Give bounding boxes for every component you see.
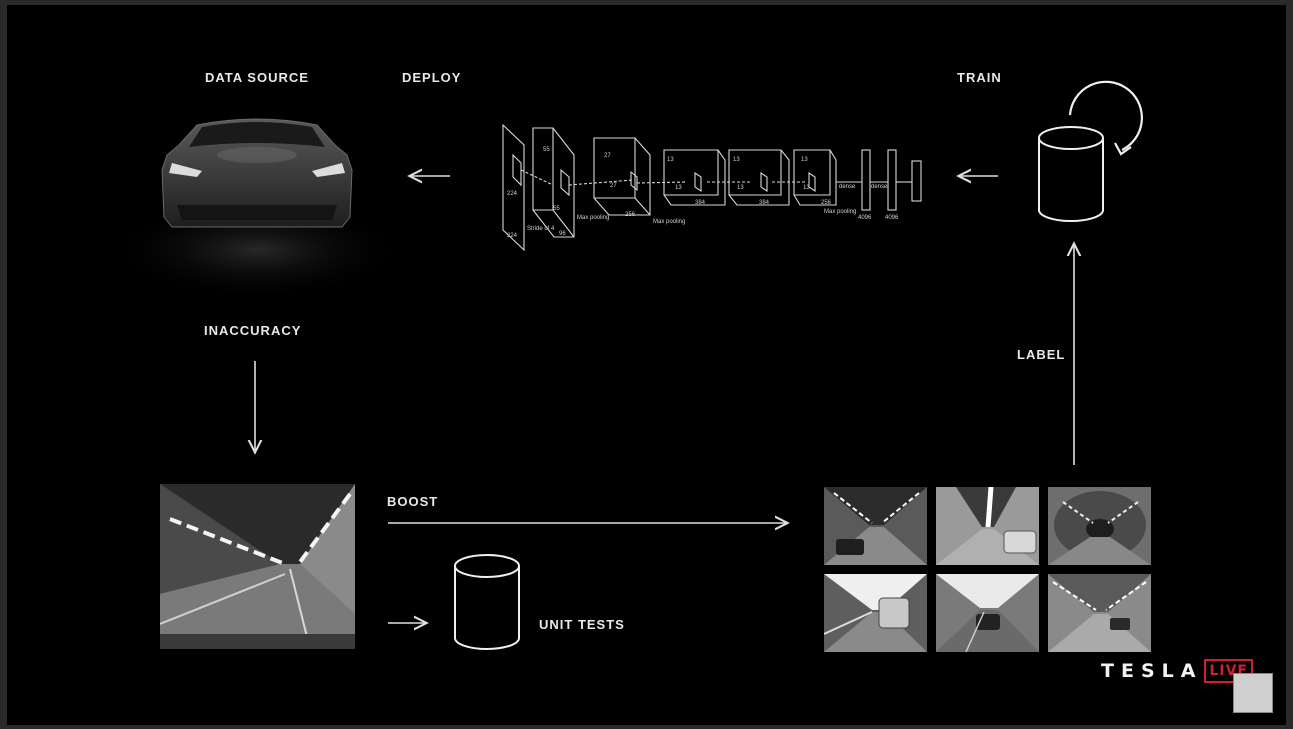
pool1-label: Max pooling [577,215,609,221]
data-source-label: DATA SOURCE [205,70,309,85]
unit-tests-label: UNIT TESTS [539,617,625,632]
conv4-depth: 384 [759,200,770,206]
boost-label: BOOST [387,494,439,509]
retrain-circular-arrow-icon [1068,80,1143,156]
train-label: TRAIN [957,70,1002,85]
tunnel-thumb-6 [1048,574,1151,652]
conv2-size-side: 27 [610,183,617,189]
dense2-label: dense [871,184,888,190]
dense2-size: 4096 [885,215,899,221]
input-size-side: 224 [507,233,518,239]
conv5-size-side: 13 [803,185,810,191]
deploy-label: DEPLOY [402,70,462,85]
neural-network-diagram [502,123,922,252]
tunnel-thumb-4 [824,574,927,652]
brand-word: TESLA [1101,660,1203,682]
pool2-label: Max pooling [653,219,685,225]
dense1-label: dense [839,184,856,190]
conv1-depth: 96 [559,231,566,237]
video-overlay-control[interactable] [1233,673,1273,713]
tunnel-thumb-5 [936,574,1039,652]
tunnel-thumb-1 [824,487,927,565]
conv3-size-side: 13 [675,185,682,191]
conv4-size-top: 13 [733,157,740,163]
inaccuracy-label: INACCURACY [204,323,302,338]
stride-label: Stride of 4 [527,226,555,232]
pool3-label: Max pooling [824,209,856,215]
tunnel-thumb-3 [1048,487,1151,565]
tunnel-photo [160,484,355,649]
unit-tests-cylinder-icon [454,554,520,650]
slide: DATA SOURCE DEPLOY TRAIN INACCURACY LABE… [7,5,1286,725]
input-size-top: 224 [507,191,518,197]
pipeline-diagram: 224 224 Stride of 4 55 55 96 Max pooling… [7,80,1143,650]
conv5-size-top: 13 [801,157,808,163]
train-database-cylinder-icon [1038,126,1104,222]
tunnel-thumb-2 [936,487,1039,565]
conv4-size-side: 13 [737,185,744,191]
conv2-size-top: 27 [604,153,611,159]
label-step-label: LABEL [1017,347,1066,362]
conv1-size-top: 55 [543,147,550,153]
conv3-depth: 384 [695,200,706,206]
conv1-size-side: 55 [553,206,560,212]
conv3-size-top: 13 [667,157,674,163]
tesla-live-logo: TESLA LIVE [1101,659,1253,683]
conv5-depth: 256 [821,200,832,206]
dense1-size: 4096 [858,215,872,221]
conv2-depth: 256 [625,212,636,218]
